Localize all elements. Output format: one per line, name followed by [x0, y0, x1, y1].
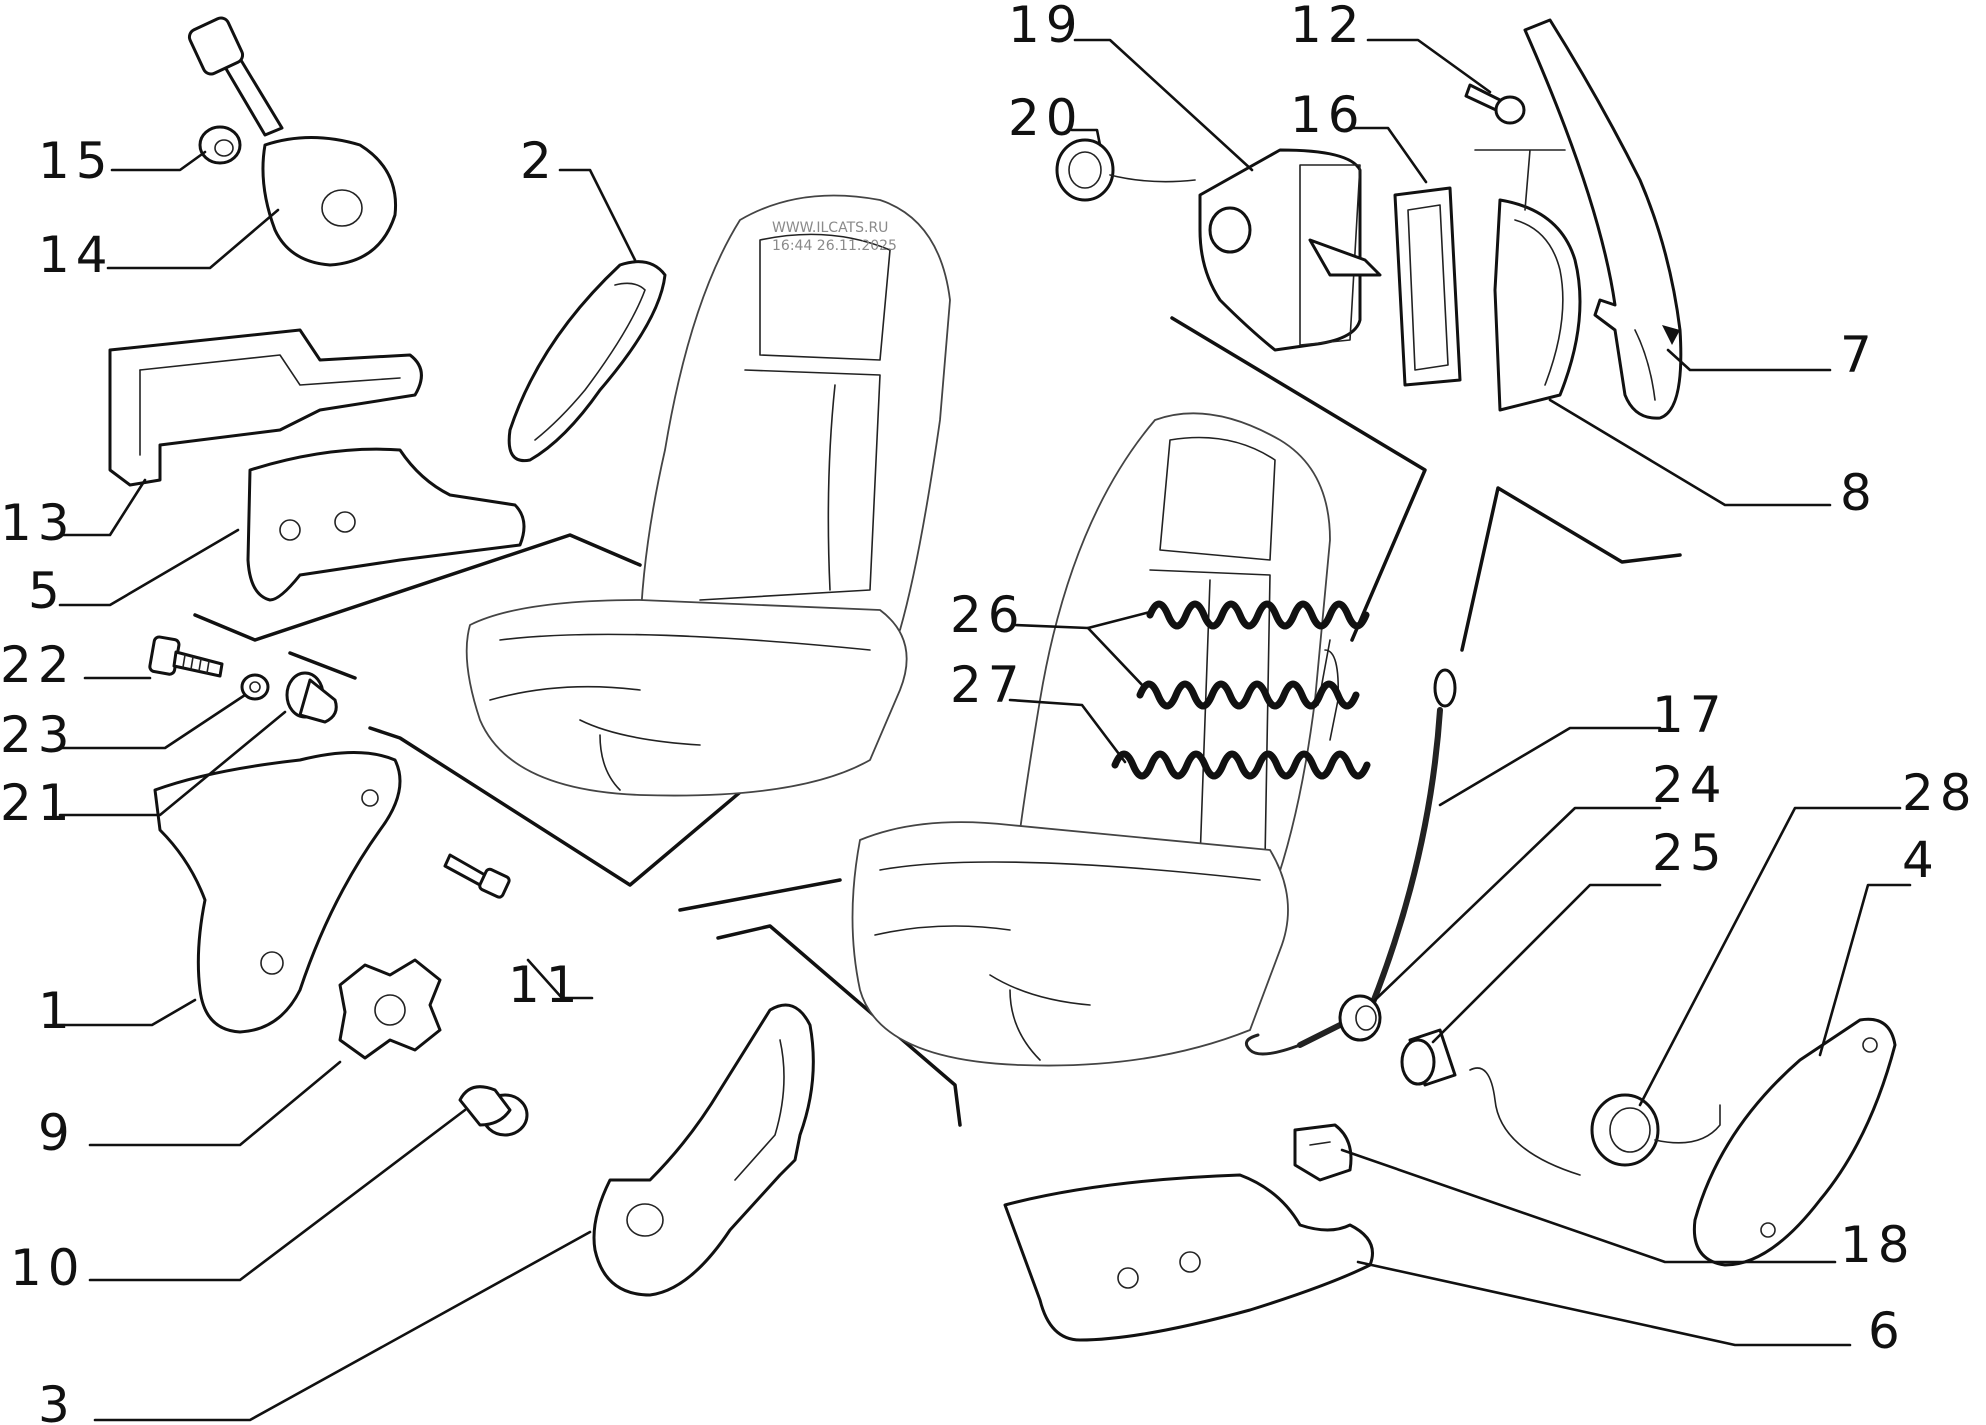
part-16-gasket [1393, 186, 1462, 387]
separator-left-upper [193, 533, 642, 642]
part-18-clip [1293, 1123, 1353, 1182]
part-23-washer [240, 673, 270, 701]
callout-23: 23 [0, 706, 76, 764]
callout-2: 2 [520, 132, 558, 190]
part-2-armrest [507, 260, 667, 463]
separator-right-upper [1170, 316, 1427, 642]
callout-17: 17 [1652, 686, 1728, 744]
callout-25: 25 [1652, 824, 1728, 882]
callout-1: 1 [38, 982, 76, 1040]
callout-21: 21 [0, 774, 76, 832]
leader-lines [53, 38, 1912, 1422]
part-9-knob [338, 958, 442, 1060]
callout-19: 19 [1008, 0, 1084, 54]
separator-lines [193, 316, 1682, 1127]
callout-7: 7 [1840, 326, 1878, 384]
part-22-bolt [148, 635, 224, 678]
callout-13: 13 [0, 494, 76, 552]
separator-left-tick [288, 651, 357, 680]
callout-16: 16 [1290, 86, 1366, 144]
watermark-line-2: 16:44 26.11.2025 [772, 238, 897, 254]
part-12-screw [1464, 83, 1526, 125]
part-8-bracket [1474, 149, 1582, 412]
callout-11: 11 [508, 956, 584, 1014]
callout-18: 18 [1840, 1216, 1916, 1274]
callout-24: 24 [1652, 756, 1728, 814]
callout-6: 6 [1868, 1302, 1906, 1360]
separator-bottom [716, 924, 962, 1127]
part-25-bushing [1400, 1028, 1457, 1087]
part-3-side-trim [592, 1003, 815, 1297]
seat-upper-outline [465, 194, 951, 797]
part-6-armrest-base [1003, 1173, 1374, 1342]
callout-3: 3 [38, 1376, 76, 1425]
seat-springs [1111, 600, 1371, 780]
part-14-lever [187, 16, 398, 267]
callout-27: 27 [950, 656, 1026, 714]
part-13-bracket [108, 328, 423, 487]
spring-26 [1146, 600, 1370, 630]
part-17-cable [1244, 668, 1457, 1056]
callout-4: 4 [1902, 831, 1940, 889]
spring-middle [1136, 680, 1360, 710]
callout-20: 20 [1008, 89, 1084, 147]
callout-10: 10 [10, 1239, 86, 1297]
part-11-screw [443, 853, 511, 899]
part-21-spacer [285, 671, 338, 724]
part-5-plate [246, 447, 526, 602]
callout-5: 5 [28, 562, 66, 620]
callout-22: 22 [0, 636, 76, 694]
separator-mid [678, 878, 842, 912]
part-28-coil-spring [1469, 1067, 1721, 1176]
callout-15: 15 [38, 132, 114, 190]
callout-9: 9 [38, 1104, 76, 1162]
callout-8: 8 [1840, 464, 1878, 522]
callout-12: 12 [1290, 0, 1366, 54]
spring-27 [1111, 750, 1371, 780]
part-10-plug [458, 1085, 529, 1137]
callout-28: 28 [1902, 764, 1978, 822]
callout-14: 14 [38, 226, 114, 284]
part-24-ring [1338, 994, 1382, 1042]
part-4-side-panel [1692, 1017, 1897, 1267]
separator-right-far [1460, 486, 1682, 652]
part-20-clip [1055, 138, 1196, 202]
part-1-side-cover [153, 751, 402, 1034]
part-19-housing [1198, 148, 1382, 352]
watermark-line-1: WWW.ILCATS.RU [772, 220, 888, 236]
callout-26: 26 [950, 586, 1026, 644]
seat-lower-outline [851, 412, 1340, 1067]
part-7-long-lever [1523, 18, 1683, 420]
part-15-cap [198, 125, 242, 165]
